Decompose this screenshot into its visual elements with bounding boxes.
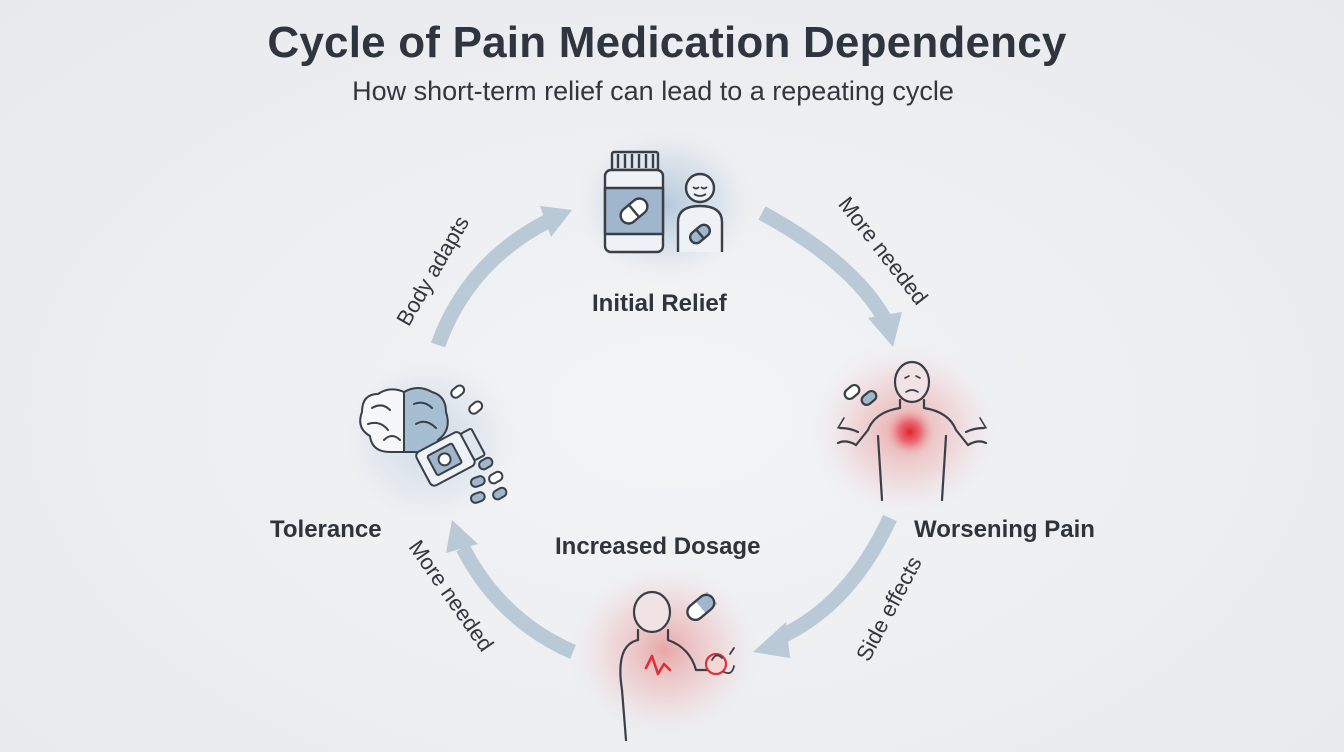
diagram-title: Cycle of Pain Medication Dependency (267, 18, 1067, 67)
initial-relief-glow (570, 125, 760, 285)
arrow-tolerance-to-relief (430, 206, 572, 348)
node-label-tolerance: Tolerance (270, 516, 382, 543)
node-label-initial-relief: Initial Relief (592, 290, 727, 317)
pill-bottle-and-person-icon (603, 150, 724, 254)
increased-dosage-glow (565, 558, 765, 742)
node-label-increased-dosage: Increased Dosage (555, 533, 761, 560)
brain-and-pills-icon (359, 384, 508, 504)
diagram-subtitle: How short-term relief can lead to a repe… (352, 76, 954, 106)
node-label-worsening-pain: Worsening Pain (914, 516, 1095, 543)
person-with-heart-pain-icon (619, 590, 735, 742)
arrow-dosage-to-tolerance (446, 520, 577, 659)
arrow-relief-to-pain (758, 206, 902, 347)
person-in-pain-icon (836, 360, 988, 502)
arrow-pain-to-dosage (753, 514, 897, 658)
